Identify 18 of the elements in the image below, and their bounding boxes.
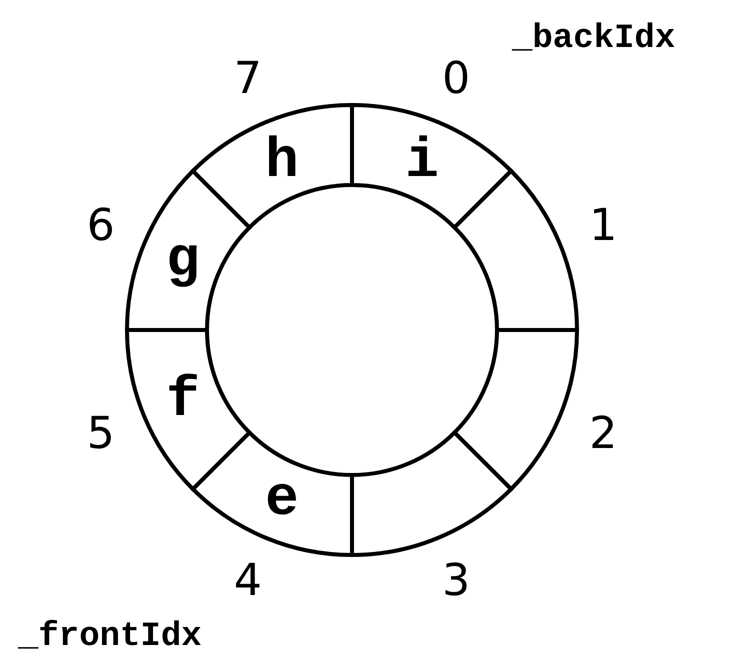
slot-index: 4 xyxy=(234,559,262,604)
slot-value: g xyxy=(166,232,200,288)
index-variable-label: _frontIdx xyxy=(18,620,202,654)
slot-index: 0 xyxy=(442,56,470,101)
slot-index: 1 xyxy=(589,204,618,248)
buffer-slot xyxy=(125,168,252,332)
buffer-slot xyxy=(190,103,354,230)
slot-index: 3 xyxy=(442,559,470,604)
slot-value: h xyxy=(265,132,299,189)
slot-index: 7 xyxy=(234,56,262,101)
index-variable-label: _backIdx xyxy=(512,22,676,56)
slot-index: 2 xyxy=(589,412,618,456)
slot-value: i xyxy=(405,132,439,189)
slot-index: 6 xyxy=(86,204,115,248)
buffer-slot xyxy=(190,430,354,557)
slot-value: e xyxy=(265,471,299,528)
slot-value: f xyxy=(166,372,200,428)
slot-index: 5 xyxy=(86,412,115,456)
